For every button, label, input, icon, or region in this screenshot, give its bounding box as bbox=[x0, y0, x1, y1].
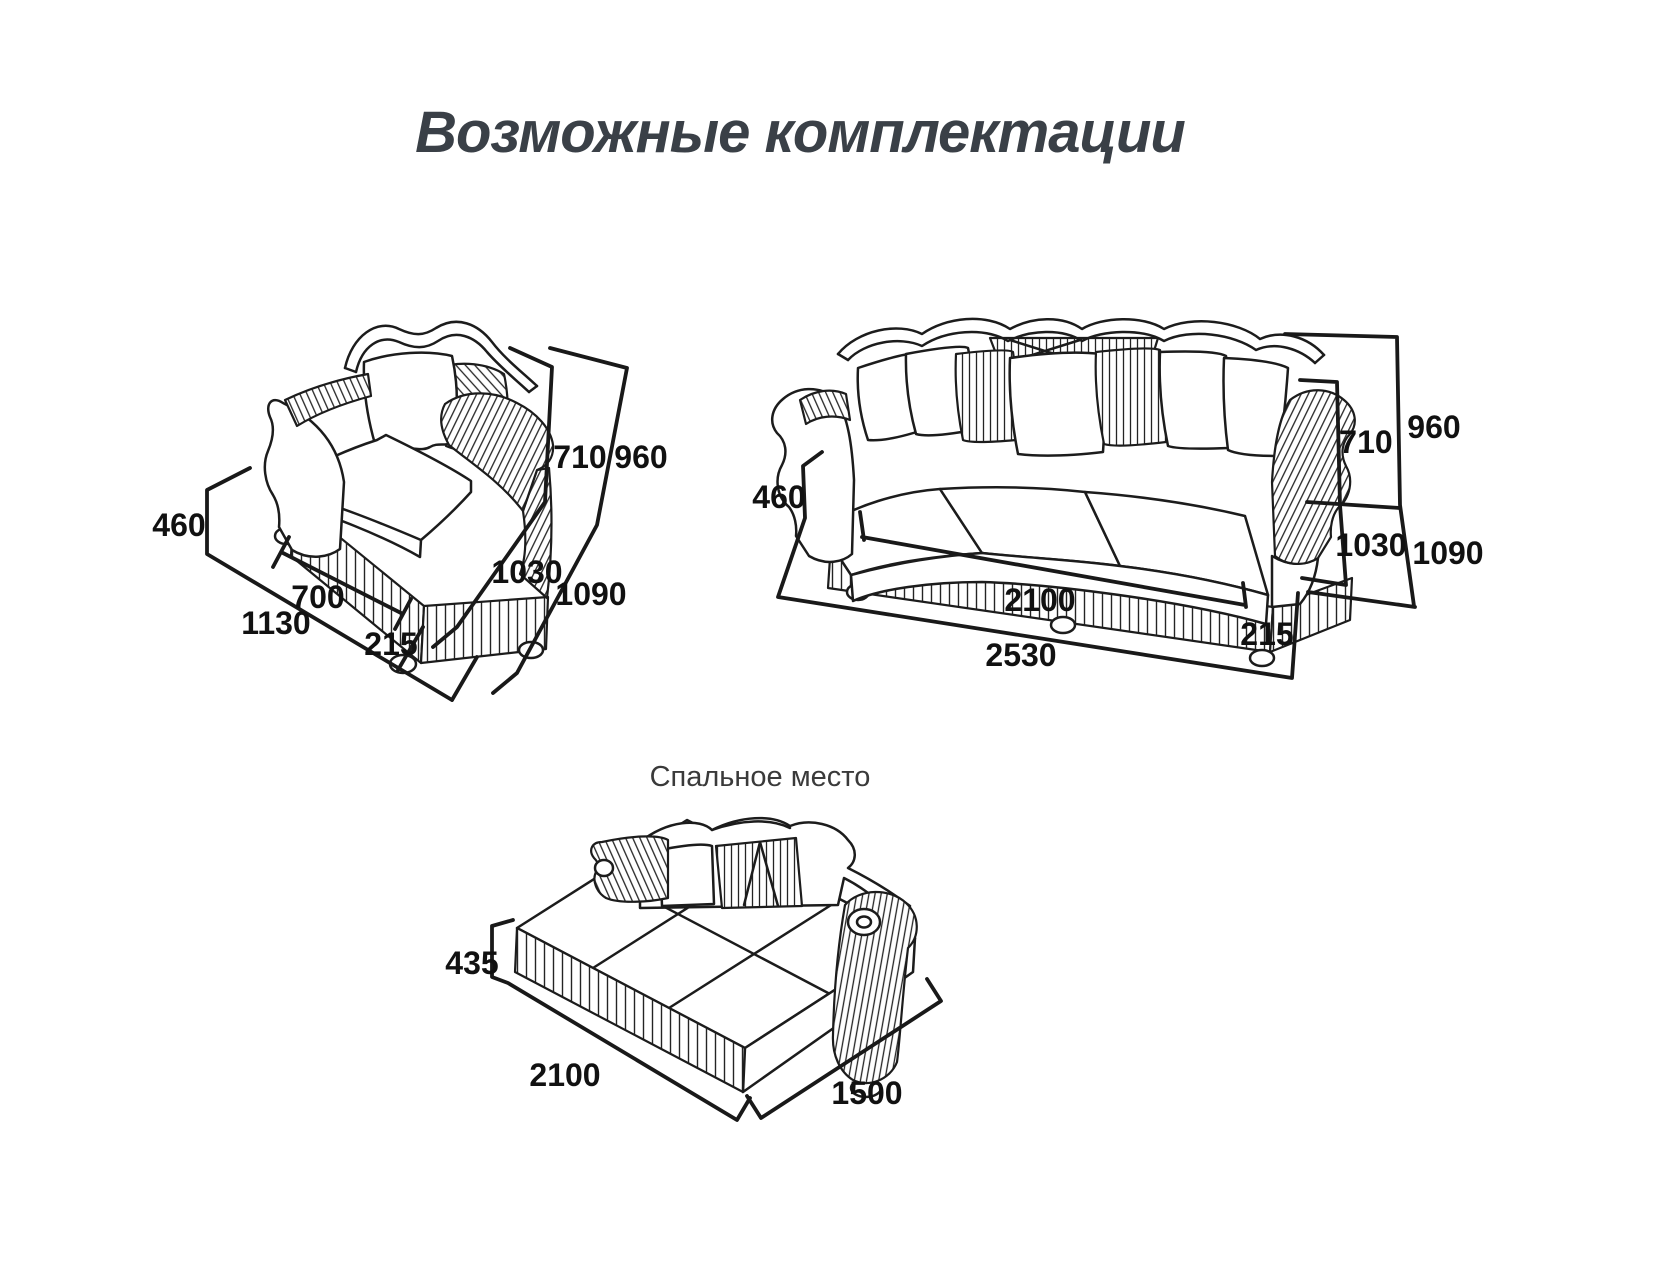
sofa-bed-width-label: 1500 bbox=[831, 1075, 902, 1111]
sofa-bed-dimension-labels: 435 2100 1500 bbox=[445, 945, 902, 1111]
sofa-dimension-labels: 460 2100 215 2530 710 960 1030 1090 bbox=[752, 409, 1483, 673]
page-title: Возможные комплектации bbox=[415, 100, 1185, 165]
sofa-arm-width-label: 215 bbox=[1240, 616, 1293, 652]
sofa-total-width-label: 2530 bbox=[985, 637, 1056, 673]
sofa-bed-drawing bbox=[513, 816, 918, 1099]
armchair-seat-height-label: 460 bbox=[152, 507, 205, 543]
armchair-skirt-side bbox=[419, 595, 550, 665]
sofa-bed-right-arm bbox=[831, 890, 918, 1085]
sofa-drawing bbox=[770, 317, 1356, 668]
sofa-foot bbox=[1248, 648, 1276, 668]
sofa-foot bbox=[1049, 615, 1077, 635]
armchair-dimension-lines bbox=[205, 346, 629, 702]
armchair-drawing bbox=[263, 320, 555, 675]
armchair-total-width-label: 1130 bbox=[241, 605, 310, 641]
sofa-back-height-label: 710 bbox=[1339, 424, 1392, 460]
sofa-bed-length-label: 2100 bbox=[529, 1057, 600, 1093]
armchair-arm-width-label: 215 bbox=[364, 626, 417, 662]
armchair-total-height-label: 960 bbox=[614, 439, 667, 475]
sofa-pillow bbox=[1008, 351, 1106, 457]
sofa-total-height-label: 960 bbox=[1407, 409, 1460, 445]
sofa-seat-width-label: 2100 bbox=[1004, 582, 1075, 618]
armchair-dimension-labels: 460 700 1130 215 1030 1090 710 960 bbox=[152, 439, 667, 662]
armchair-plain-pillow bbox=[362, 351, 459, 453]
sofa-right-arm bbox=[1270, 389, 1356, 565]
sofa-left-arm bbox=[770, 387, 856, 564]
sleeping-place-label: Спальное место bbox=[650, 761, 871, 793]
armchair-total-depth-label: 1090 bbox=[555, 576, 626, 612]
sofa-bed-dimension-lines bbox=[490, 918, 943, 1122]
armchair-left-arm bbox=[263, 398, 346, 558]
sofa-seat-depth-label: 1030 bbox=[1335, 527, 1406, 563]
sofa-bed-back-striped-panel bbox=[714, 836, 804, 910]
armchair-back-height-label: 710 bbox=[553, 439, 606, 475]
armchair-seat-depth-label: 1030 bbox=[491, 554, 562, 590]
sofa-dimension-lines bbox=[776, 332, 1417, 680]
sofa-striped-pillow bbox=[954, 349, 1019, 444]
sofa-seat-height-label: 460 bbox=[752, 479, 805, 515]
sofa-striped-pillow bbox=[1094, 347, 1169, 447]
sofa-total-depth-label: 1090 bbox=[1412, 535, 1483, 571]
armchair-seat-width-label: 700 bbox=[291, 579, 344, 615]
sofa-pillow bbox=[1158, 350, 1232, 450]
sofa-bed-height-label: 435 bbox=[445, 945, 498, 981]
